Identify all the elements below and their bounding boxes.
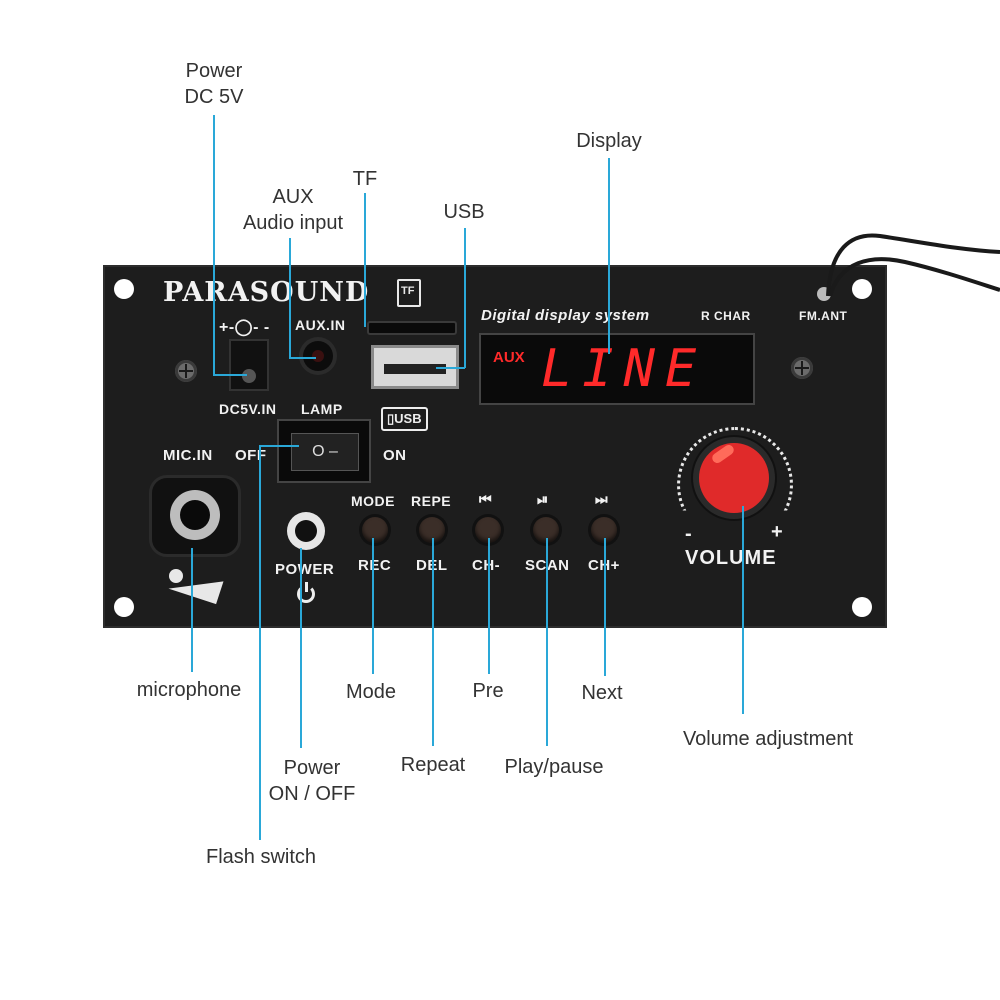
lamp-rocker-switch[interactable]: O – [277, 419, 371, 483]
leader-power-onoff [300, 548, 302, 748]
microphone-jack[interactable] [149, 475, 241, 557]
leader-usb-h [436, 367, 465, 369]
leader-flash-switch-h [259, 445, 299, 447]
play-pause-icon: ⏯ [537, 491, 549, 507]
leader-repeat [432, 538, 434, 746]
power-button[interactable] [287, 512, 325, 550]
display-source-indicator: AUX [493, 349, 525, 366]
aux-jack[interactable] [303, 341, 333, 371]
callout-volume-adjustment: Volume adjustment [682, 728, 854, 750]
callout-display: Display [576, 130, 642, 152]
brand-logo: PARASOUND [163, 277, 370, 308]
callout-aux: AUX Audio input [230, 184, 356, 236]
callout-power-dc-line2: DC 5V [184, 86, 244, 108]
mode-top-label: MODE [351, 493, 395, 509]
mount-hole-bottom-right [852, 597, 872, 617]
tf-icon: TF [397, 279, 421, 307]
callout-power-dc: Power DC 5V [168, 58, 260, 110]
dc-polarity-symbol: +-◯- - [219, 319, 270, 336]
microphone-icon-head [169, 569, 183, 583]
dc5v-in-label: DC5V.IN [219, 401, 277, 417]
mount-hole-top-left [114, 279, 134, 299]
usb-port-tongue [384, 364, 446, 374]
fm-ant-label: FM.ANT [799, 309, 848, 323]
callout-aux-line1: AUX [272, 186, 314, 208]
leader-usb [464, 228, 466, 368]
display-main-text: LINE [541, 339, 707, 399]
callout-next: Next [581, 682, 623, 704]
callout-repeat: Repeat [400, 754, 466, 776]
callout-microphone: microphone [136, 679, 242, 701]
callout-power-onoff-line2: ON / OFF [268, 783, 356, 805]
amplifier-panel: PARASOUND +-◯- - DC5V.IN AUX.IN TF ▯USB … [103, 265, 887, 628]
leader-tf [364, 193, 366, 327]
dc-jack[interactable] [229, 339, 269, 391]
del-label: DEL [416, 557, 448, 574]
fm-antenna-port [817, 287, 831, 301]
leader-aux-h [289, 357, 316, 359]
mode-button[interactable] [362, 517, 388, 543]
tf-card-slot[interactable] [367, 321, 457, 335]
switch-on-label: ON [383, 447, 407, 464]
screw-left [175, 360, 197, 382]
rchar-label: R CHAR [701, 309, 751, 323]
leader-next [604, 538, 606, 676]
leader-pre [488, 538, 490, 674]
volume-label: VOLUME [685, 547, 777, 569]
ch-plus-label: CH+ [588, 557, 620, 574]
rec-label: REC [358, 557, 392, 574]
lamp-label: LAMP [301, 401, 343, 417]
power-label: POWER [275, 561, 335, 578]
leader-play-pause [546, 538, 548, 746]
power-icon-bar [305, 582, 308, 592]
volume-plus-label: + [771, 521, 784, 543]
callout-pre: Pre [472, 680, 504, 702]
display-system-label: Digital display system [481, 307, 650, 324]
aux-jack-hole [312, 350, 324, 362]
callout-power-dc-line1: Power [185, 60, 243, 82]
volume-knob[interactable] [699, 443, 769, 513]
microphone-jack-ring [170, 490, 220, 540]
volume-minus-label: - [685, 523, 693, 545]
tf-icon-text: TF [401, 285, 415, 297]
mount-hole-bottom-left [114, 597, 134, 617]
leader-mode [372, 538, 374, 674]
callout-aux-line2: Audio input [242, 212, 344, 234]
leader-power-dc [213, 115, 215, 375]
leader-microphone [191, 548, 193, 672]
next-track-icon: ⏭ [595, 491, 609, 507]
leader-power-dc-h [213, 374, 247, 376]
power-button-cap [295, 520, 317, 542]
callout-mode: Mode [345, 681, 397, 703]
prev-track-icon: ⏮ [479, 491, 493, 507]
usb-icon: ▯ [387, 411, 395, 426]
leader-volume [742, 506, 744, 714]
ch-minus-label: CH- [472, 557, 501, 574]
callout-tf: TF [352, 168, 378, 190]
microphone-jack-hole [180, 500, 210, 530]
led-display: AUX LINE [479, 333, 755, 405]
leader-display [608, 158, 610, 354]
aux-in-label: AUX.IN [295, 317, 346, 333]
callout-play-pause: Play/pause [504, 756, 604, 778]
callout-power-onoff-line1: Power [283, 757, 341, 779]
usb-badge: ▯USB [381, 407, 428, 431]
callout-usb: USB [443, 201, 485, 223]
callout-power-onoff: Power ON / OFF [258, 755, 366, 807]
switch-off-label: OFF [235, 447, 267, 464]
usb-badge-text: USB [394, 411, 422, 426]
leader-aux [289, 238, 291, 358]
lamp-rocker-glyph: O – [312, 443, 338, 460]
repe-top-label: REPE [411, 493, 452, 509]
mount-hole-top-right [852, 279, 872, 299]
power-icon [297, 582, 315, 603]
leader-flash-switch [259, 446, 261, 840]
screw-right [791, 357, 813, 379]
dc-jack-pin [242, 369, 256, 383]
mic-in-label: MIC.IN [163, 447, 213, 464]
lamp-rocker-face: O – [291, 433, 359, 471]
callout-flash-switch: Flash switch [205, 846, 317, 868]
